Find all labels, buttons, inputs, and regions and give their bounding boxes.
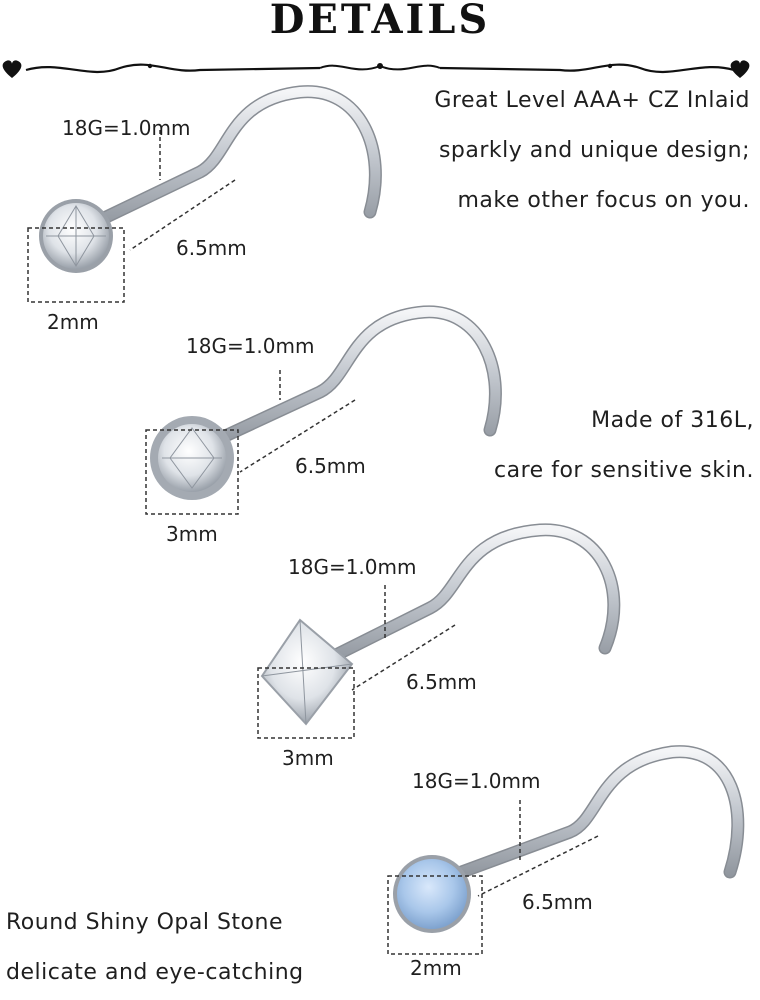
stud-1-gauge-label: 18G=1.0mm	[62, 116, 191, 140]
stud-2-size-label: 3mm	[166, 522, 218, 546]
cz-line-1: Great Level AAA+ CZ Inlaid	[434, 88, 750, 113]
cz-line-2: sparkly and unique design;	[438, 138, 750, 163]
cz-description: Great Level AAA+ CZ Inlaid sparkly and u…	[434, 76, 750, 226]
material-line-2: care for sensitive skin.	[494, 458, 754, 483]
stud-4-size-label: 2mm	[410, 956, 462, 980]
stud-2-graphic	[145, 305, 502, 515]
opal-stone	[397, 859, 467, 929]
stud-1-graphic	[27, 85, 382, 303]
ornament-divider	[2, 60, 750, 78]
stud-3-graphic	[257, 523, 621, 739]
opal-line-1: Round Shiny Opal Stone	[6, 910, 283, 935]
stud-4-graphic	[387, 745, 745, 955]
material-line-1: Made of 316L,	[591, 408, 754, 433]
material-description: Made of 316L, care for sensitive skin.	[494, 396, 754, 496]
stud-1-size-label: 2mm	[47, 310, 99, 334]
cz-stone-3	[260, 618, 354, 726]
stud-3-gauge-label: 18G=1.0mm	[288, 555, 417, 579]
stud-4-length-label: 6.5mm	[522, 890, 593, 914]
stud-3-length-label: 6.5mm	[406, 670, 477, 694]
cz-line-3: make other focus on you.	[457, 188, 750, 213]
opal-line-2: delicate and eye-catching	[6, 960, 304, 985]
stud-1-length-label: 6.5mm	[176, 236, 247, 260]
heart-right-icon	[730, 60, 750, 78]
stud-4-gauge-label: 18G=1.0mm	[412, 769, 541, 793]
opal-description: Round Shiny Opal Stone delicate and eye-…	[6, 898, 304, 998]
stud-3-size-label: 3mm	[282, 746, 334, 770]
stud-2-gauge-label: 18G=1.0mm	[186, 334, 315, 358]
page-title: DETAILS	[269, 0, 491, 43]
heart-left-icon	[2, 60, 22, 78]
stud-2-length-label: 6.5mm	[295, 454, 366, 478]
